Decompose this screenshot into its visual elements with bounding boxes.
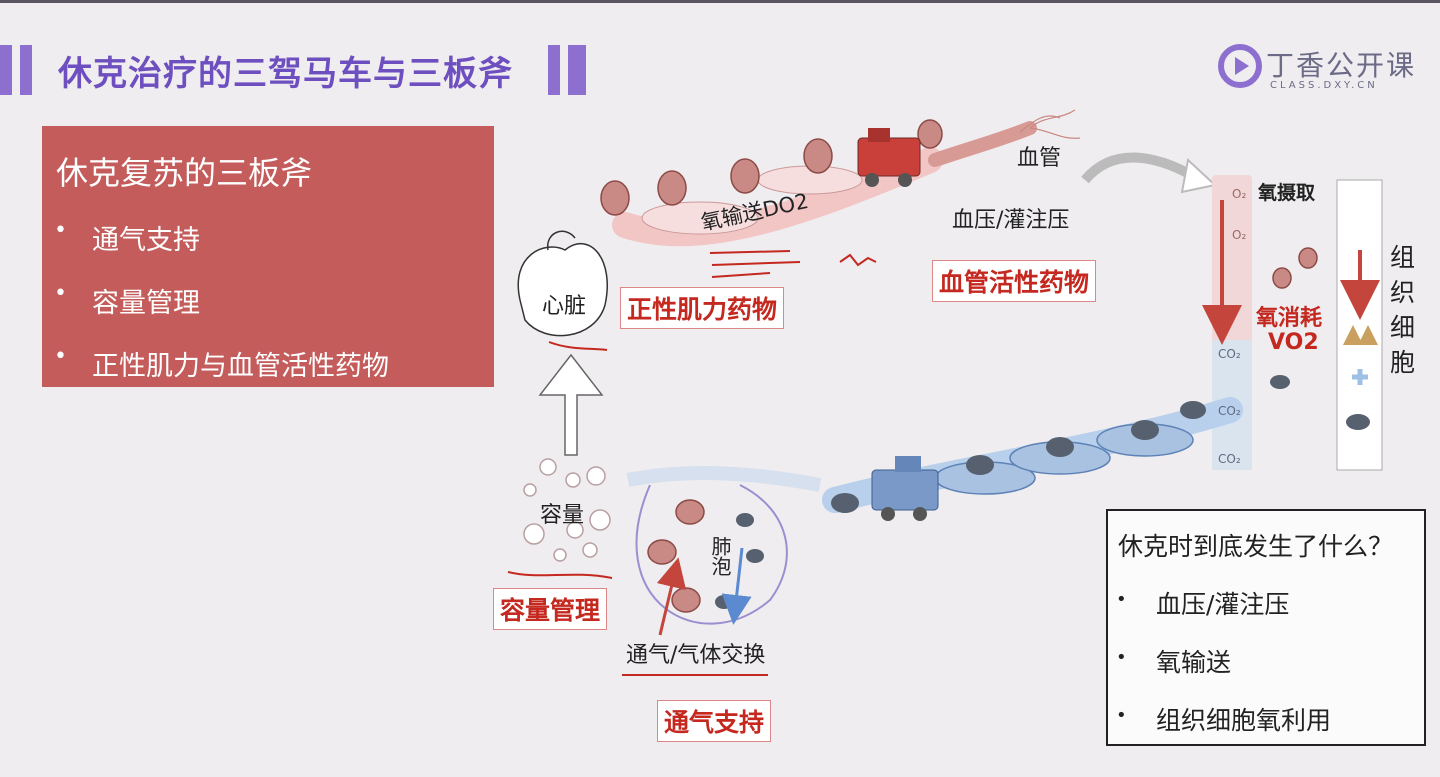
list-item: •容量管理 bbox=[54, 281, 389, 344]
co2-label: CO₂ bbox=[1218, 347, 1241, 361]
title-bars-right bbox=[548, 45, 586, 95]
heart-icon bbox=[517, 230, 608, 337]
oxygen-extraction-label: 氧摄取 bbox=[1258, 182, 1316, 204]
heart-label: 心脏 bbox=[542, 294, 587, 319]
volume-bubbles bbox=[523, 458, 611, 562]
volume-underline bbox=[507, 571, 613, 579]
red-blood-cells bbox=[600, 119, 1368, 289]
cross-icon bbox=[1352, 369, 1368, 385]
capillary-branches bbox=[1019, 109, 1081, 139]
red-train-icon bbox=[857, 128, 921, 187]
tissue-char: 织 bbox=[1390, 278, 1416, 307]
volume-management-box: 容量管理 bbox=[493, 588, 608, 630]
question-list: •血压/灌注压 •氧输送 •组织细胞氧利用 bbox=[1116, 585, 1331, 759]
list-item-label: 容量管理 bbox=[92, 288, 200, 319]
page-title: 休克治疗的三驾马车与三板斧 bbox=[58, 54, 513, 94]
annotation-scribbles bbox=[709, 250, 877, 278]
list-item: •血压/灌注压 bbox=[1116, 585, 1331, 643]
list-item: •通气支持 bbox=[54, 218, 389, 281]
top-border bbox=[0, 0, 1440, 3]
list-item: •组织细胞氧利用 bbox=[1116, 701, 1331, 759]
flow-arrow bbox=[1081, 152, 1203, 185]
title-bar bbox=[568, 45, 586, 95]
title-bar bbox=[0, 45, 12, 95]
vessel-label: 血管 bbox=[1017, 146, 1062, 171]
alveoli-label: 肺泡 bbox=[708, 536, 732, 576]
list-item-label: 正性肌力与血管活性药物 bbox=[92, 351, 389, 382]
tissue-char: 胞 bbox=[1390, 348, 1416, 377]
vo2-label: VO2 bbox=[1268, 330, 1319, 355]
list-item-label: 血压/灌注压 bbox=[1156, 590, 1290, 619]
o2-label: O₂ bbox=[1232, 187, 1247, 201]
co2-release-arrow bbox=[721, 547, 752, 625]
oxygen-consumption-label: 氧消耗 bbox=[1256, 306, 1323, 331]
co2-label: CO₂ bbox=[1218, 452, 1241, 466]
question-heading: 休克时到底发生了什么？ bbox=[1118, 532, 1394, 561]
title-bars-left bbox=[0, 45, 32, 95]
pulmonary-vessel bbox=[626, 466, 822, 492]
co2-clouds bbox=[831, 375, 1370, 513]
bp-label: 血压/灌注压 bbox=[952, 208, 1070, 233]
blue-train-icon bbox=[871, 456, 939, 521]
flow-arrow-head bbox=[1180, 158, 1218, 194]
co2-label: CO₂ bbox=[1218, 404, 1241, 418]
tissue-char: 细 bbox=[1390, 313, 1416, 342]
ventilation-support-box: 通气支持 bbox=[657, 700, 772, 742]
o2-uptake-arrow bbox=[656, 557, 687, 636]
o2-label: O₂ bbox=[1232, 228, 1247, 242]
vasoactive-box: 血管活性药物 bbox=[932, 260, 1097, 302]
heart-underline bbox=[548, 341, 608, 351]
list-item: •氧输送 bbox=[1116, 643, 1331, 701]
volume-label: 容量 bbox=[540, 503, 585, 528]
question-panel: 休克时到底发生了什么？ •血压/灌注压 •氧输送 •组织细胞氧利用 bbox=[1106, 509, 1426, 746]
three-axes-list: •通气支持 •容量管理 •正性肌力与血管活性药物 bbox=[54, 218, 389, 407]
list-item-label: 氧输送 bbox=[1156, 648, 1232, 677]
tissue-char: 组 bbox=[1390, 243, 1416, 272]
play-logo-icon bbox=[1218, 44, 1262, 88]
three-axes-heading: 休克复苏的三板斧 bbox=[56, 154, 313, 192]
dxy-logo: 丁香公开课 CLASS.DXY.CN bbox=[1218, 44, 1418, 94]
list-item-label: 组织细胞氧利用 bbox=[1156, 706, 1332, 735]
logo-subtext: CLASS.DXY.CN bbox=[1270, 80, 1378, 91]
inotrope-box: 正性肌力药物 bbox=[620, 287, 785, 329]
alveolus-rbc bbox=[647, 499, 705, 613]
list-item-label: 通气支持 bbox=[92, 225, 200, 256]
logo-text: 丁香公开课 bbox=[1266, 49, 1417, 82]
title-bar bbox=[548, 45, 560, 95]
vessel-icon bbox=[928, 121, 1037, 167]
up-arrow bbox=[538, 353, 604, 456]
artery-path bbox=[612, 147, 943, 247]
mitochondria-icon bbox=[1343, 325, 1378, 345]
list-item: •正性肌力与血管活性药物 bbox=[54, 344, 389, 407]
ventilation-label: 通气/气体交换 bbox=[626, 643, 766, 668]
rbc-platform bbox=[641, 201, 759, 235]
three-axes-panel: 休克复苏的三板斧 •通气支持 •容量管理 •正性肌力与血管活性药物 bbox=[42, 126, 494, 387]
title-bar bbox=[20, 45, 32, 95]
